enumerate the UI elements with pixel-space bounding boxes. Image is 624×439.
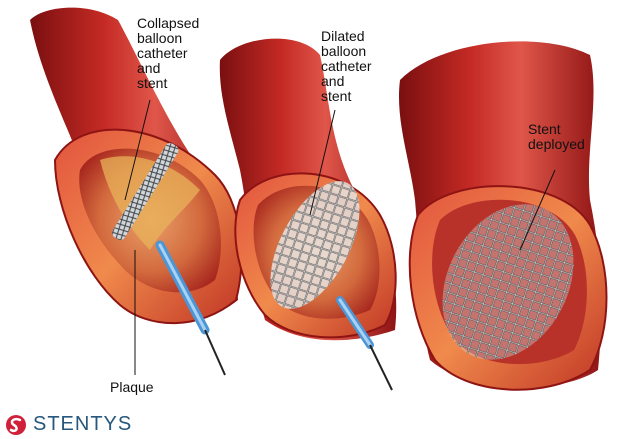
label-collapsed-balloon-stent: Collapsed balloon catheter and stent [137, 16, 199, 91]
guidewire-collapsed [205, 330, 225, 375]
brand-name: STENTYS [33, 413, 132, 436]
vessel-deployed [399, 41, 607, 389]
label-dilated-balloon-stent: Dilated balloon catheter and stent [321, 29, 372, 104]
guidewire-dilated [370, 345, 392, 390]
label-plaque: Plaque [110, 380, 154, 395]
label-stent-deployed: Stent deployed [528, 122, 585, 152]
vessel-collapsed [30, 8, 241, 375]
brand-logo: STENTYS [5, 412, 132, 436]
